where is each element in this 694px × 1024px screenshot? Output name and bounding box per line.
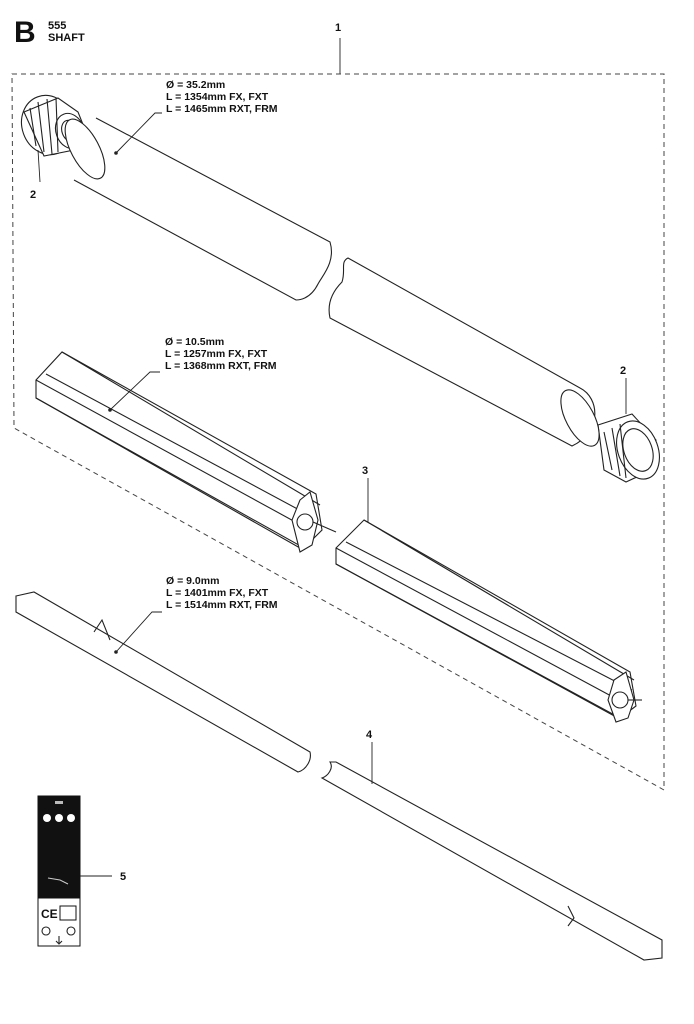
arrow-down-icon [55,936,63,945]
driveshaft-spec: Ø = 9.0mm L = 1401mm FX, FXT L = 1514mm … [166,575,278,611]
driveshaft-length-rxt: L = 1514mm RXT, FRM [166,599,278,611]
ear-protection-icon [55,814,63,822]
callout-2a-leader [37,149,41,183]
driveshaft-diameter: Ø = 9.0mm [166,575,219,587]
trimmer-icon [47,877,69,885]
recycle-icon [41,926,51,936]
eye-protection-icon [43,814,51,822]
assembly-boundary [11,73,665,791]
callout-4: 4 [366,729,373,741]
callout-3: 3 [362,465,368,477]
callout-2a: 2 [30,189,36,201]
warning-decal[interactable]: CE [37,795,81,947]
section-letter: B [14,16,36,49]
cap-bottom-right[interactable] [597,413,667,485]
tube-length-rxt: L = 1465mm RXT, FRM [166,103,278,115]
tube-diameter: Ø = 35.2mm [166,79,225,91]
bearing-spec-leader [109,371,160,411]
bearing-tube-left[interactable] [35,351,337,553]
tube-spec-leader [115,112,162,154]
bearing-length-fx: L = 1257mm FX, FXT [165,348,268,360]
tube-spec: Ø = 35.2mm L = 1354mm FX, FXT L = 1465mm… [166,79,278,115]
bearing-tube-right[interactable] [335,519,642,723]
shaft-tube-left[interactable] [57,113,332,301]
bearing-diameter: Ø = 10.5mm [165,336,224,348]
ce-mark: CE [41,907,58,921]
bearing-length-rxt: L = 1368mm RXT, FRM [165,360,277,372]
driveshaft-length-fx: L = 1401mm FX, FXT [166,587,269,599]
drive-shaft-right[interactable] [320,761,663,961]
shaft-tube-right[interactable] [328,257,607,452]
model-number: 555 [48,20,66,32]
noise-icon [66,926,76,936]
bearing-spec: Ø = 10.5mm L = 1257mm FX, FXT L = 1368mm… [165,336,277,372]
driveshaft-spec-leader [115,611,162,653]
section-title: SHAFT [48,32,85,44]
callout-1: 1 [335,22,341,34]
manual-icon [67,814,75,822]
drive-shaft-left[interactable] [15,591,311,773]
tube-length-fx: L = 1354mm FX, FXT [166,91,269,103]
callout-5: 5 [120,871,126,883]
callout-2b: 2 [620,365,626,377]
